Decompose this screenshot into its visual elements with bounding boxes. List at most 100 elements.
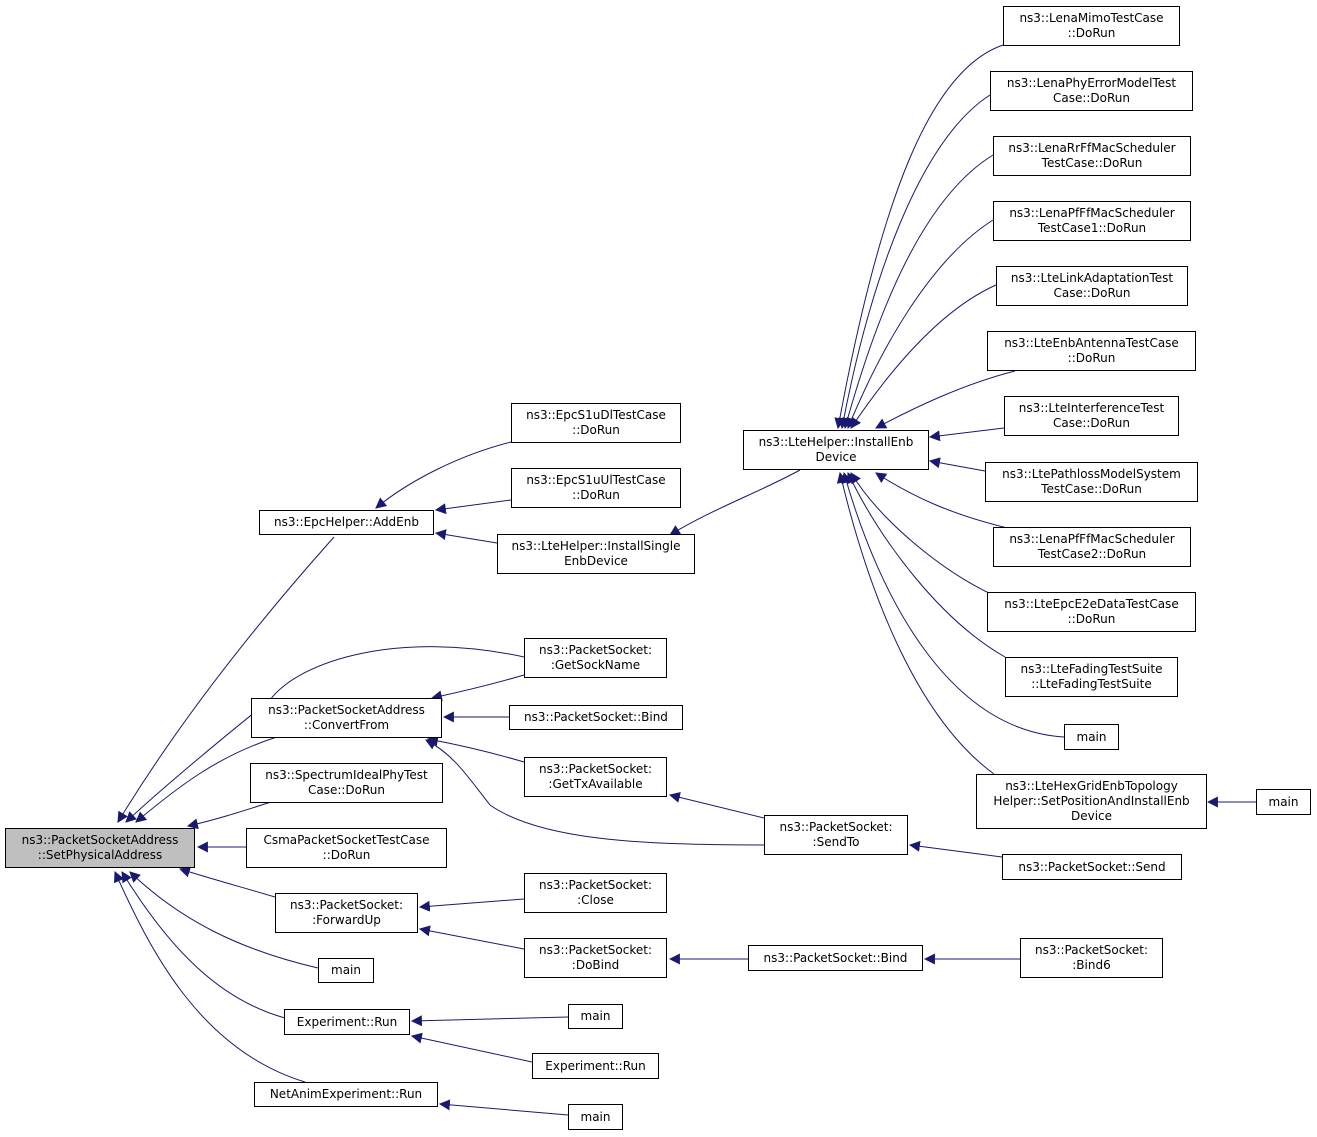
node-ltepathloss[interactable]: ns3::LtePathlossModelSystem TestCase::Do… (985, 462, 1198, 502)
node-lenapfff2[interactable]: ns3::LenaPfFfMacScheduler TestCase2::DoR… (993, 527, 1191, 567)
node-ltelinkadaptation[interactable]: ns3::LteLinkAdaptationTest Case::DoRun (996, 266, 1188, 306)
node-label-line: Helper::SetPositionAndInstallEnb (993, 794, 1190, 808)
edge-getsockname-convertfrom (430, 674, 525, 702)
node-lenapfff1[interactable]: ns3::LenaPfFfMacScheduler TestCase1::DoR… (993, 201, 1191, 241)
node-gettxavailable[interactable]: ns3::PacketSocket: :GetTxAvailable (524, 757, 667, 797)
node-lenaphyerror[interactable]: ns3::LenaPhyErrorModelTest Case::DoRun (990, 71, 1193, 111)
node-ltefading[interactable]: ns3::LteFadingTestSuite ::LteFadingTestS… (1005, 657, 1178, 697)
node-label-line: ns3::EpcHelper::AddEnb (274, 515, 419, 529)
node-label-line: ns3::PacketSocket: (538, 643, 653, 657)
node-label-line: ns3::PacketSocket: (538, 878, 653, 892)
edge-installenb-installsingle (669, 469, 801, 536)
node-ltehexgrid[interactable]: ns3::LteHexGridEnbTopology Helper::SetPo… (976, 774, 1207, 829)
node-label-line: ns3::PacketSocketAddress (21, 833, 179, 847)
edge-lenamimo-installenb (834, 44, 1004, 430)
edge-ltepathloss-installenb (928, 457, 986, 472)
node-label-line: ::LteFadingTestSuite (1031, 677, 1152, 691)
node-bind6[interactable]: ns3::PacketSocket: :Bind6 (1020, 938, 1163, 978)
node-bind-ps[interactable]: ns3::PacketSocket::Bind (509, 705, 683, 730)
node-label-line: Experiment::Run (545, 1058, 646, 1073)
node-label-line: CsmaPacketSocketTestCase (263, 833, 430, 847)
edge-epcs1udl-addenb (375, 441, 512, 509)
node-label-line: Case::DoRun (307, 783, 386, 797)
node-csmapacket[interactable]: CsmaPacketSocketTestCase ::DoRun (246, 828, 447, 868)
node-dobind[interactable]: ns3::PacketSocket: :DoBind (524, 938, 667, 978)
node-netanim-run[interactable]: NetAnimExperiment::Run (254, 1082, 438, 1107)
node-label-line: :GetTxAvailable (548, 777, 643, 791)
edge-lenarrff-installenb (842, 154, 994, 430)
edge-epcs1uul-addenb (434, 499, 512, 515)
node-label-line: ns3::PacketSocket: (289, 898, 404, 912)
node-label-line: ns3::EpcS1uUlTestCase (526, 473, 666, 487)
node-label-line: TestCase::DoRun (1041, 482, 1142, 496)
node-label-line: ns3::LenaRrFfMacScheduler (1008, 141, 1176, 155)
node-label-line: ns3::LteHexGridEnbTopology (1005, 779, 1178, 793)
node-experiment-run[interactable]: Experiment::Run (284, 1009, 410, 1035)
edge-forwardup-root (178, 866, 276, 898)
edge-installsingle-addenb (434, 529, 498, 544)
edge-lenapfff2-installenb (875, 472, 1017, 531)
node-label-line: main (580, 1009, 611, 1023)
node-label-line: TestCase::DoRun (1041, 156, 1143, 170)
edge-ltefading-installenb (847, 472, 1006, 658)
node-lenamimo[interactable]: ns3::LenaMimoTestCase ::DoRun (1003, 6, 1180, 46)
node-label-line: ns3::SpectrumIdealPhyTest (265, 768, 428, 782)
node-label-line: Case::DoRun (1053, 286, 1131, 300)
node-label-line: :ForwardUp (312, 913, 381, 927)
node-lteenbantenna[interactable]: ns3::LteEnbAntennaTestCase ::DoRun (987, 331, 1196, 371)
node-label-line: ns3::LteEnbAntennaTestCase (1004, 336, 1179, 350)
node-epcs1udl[interactable]: ns3::EpcS1uDlTestCase ::DoRun (511, 403, 681, 443)
node-forwardup[interactable]: ns3::PacketSocket: :ForwardUp (275, 893, 418, 933)
node-label-line: :Bind6 (1072, 958, 1111, 972)
node-main-hex[interactable]: main (1256, 789, 1311, 815)
node-lteinterference[interactable]: ns3::LteInterferenceTest Case::DoRun (1004, 396, 1179, 436)
node-label-line: Case::DoRun (1052, 416, 1131, 430)
edge-mainnetanim-netanim (438, 1099, 569, 1116)
node-epcs1uul[interactable]: ns3::EpcS1uUlTestCase ::DoRun (511, 468, 681, 508)
node-label-line: TestCase1::DoRun (1037, 221, 1147, 235)
node-label-line: ns3::LteInterferenceTest (1018, 401, 1165, 415)
edge-sendto-convertfrom (425, 739, 765, 846)
node-experiment-run-2[interactable]: Experiment::Run (532, 1053, 659, 1079)
node-sendto[interactable]: ns3::PacketSocket: :SendTo (764, 815, 908, 855)
edge-dobind-forwardup (418, 925, 525, 950)
node-installenbdevice[interactable]: ns3::LteHelper::InstallEnb Device (743, 430, 929, 470)
node-installsingle[interactable]: ns3::LteHelper::InstallSingle EnbDevice (497, 534, 695, 574)
node-convertfrom[interactable]: ns3::PacketSocketAddress ::ConvertFrom (251, 698, 442, 738)
node-getsockname[interactable]: ns3::PacketSocket: :GetSockName (524, 638, 667, 678)
node-label-line: ns3::LteHelper::InstallEnb (758, 435, 914, 449)
node-bind-2[interactable]: ns3::PacketSocket::Bind (748, 945, 923, 971)
edge-close-forwardup (418, 898, 525, 912)
node-main-exp[interactable]: main (568, 1004, 623, 1029)
node-label-line: ns3::PacketSocket::Send (1018, 859, 1166, 874)
node-label-line: Device (1070, 809, 1113, 823)
node-label-line: ns3::LenaPhyErrorModelTest (1006, 76, 1177, 90)
node-label-line: ns3::LteLinkAdaptationTest (1010, 271, 1174, 285)
edge-exprun-root (121, 871, 286, 1019)
node-label-line: TestCase2::DoRun (1037, 547, 1147, 561)
node-label-line: NetAnimExperiment::Run (269, 1087, 423, 1101)
node-label-line: ns3::PacketSocket::Bind (524, 710, 668, 724)
node-label-line: ::DoRun (572, 423, 620, 437)
node-label-line: main (580, 1109, 611, 1124)
node-spectrumideal[interactable]: ns3::SpectrumIdealPhyTest Case::DoRun (250, 763, 443, 803)
node-epchelper-addenb[interactable]: ns3::EpcHelper::AddEnb (259, 510, 434, 535)
edge-lteenbantenna-installenb (875, 370, 1016, 429)
node-main-lte[interactable]: main (1064, 724, 1119, 750)
node-label-line: ns3::LtePathlossModelSystem (1002, 467, 1181, 481)
node-label-line: main (331, 963, 361, 977)
edge-send-sendto (908, 840, 1003, 858)
node-main-netanim[interactable]: main (568, 1104, 623, 1130)
node-root-setphysicaladdress[interactable]: ns3::PacketSocketAddress ::SetPhysicalAd… (5, 828, 195, 868)
node-label-line: :DoBind (571, 958, 620, 972)
node-label-line: Device (815, 450, 857, 464)
node-label-line: Case::DoRun (1052, 91, 1131, 105)
node-main-1[interactable]: main (318, 958, 374, 983)
edge-lenaphyerr-installenb (838, 94, 991, 430)
node-label-line: ::DoRun (1067, 26, 1116, 40)
node-label-line: ns3::LteEpcE2eDataTestCase (1004, 597, 1179, 611)
node-close[interactable]: ns3::PacketSocket: :Close (524, 873, 667, 913)
node-send[interactable]: ns3::PacketSocket::Send (1002, 854, 1182, 880)
node-lteepce2e[interactable]: ns3::LteEpcE2eDataTestCase ::DoRun (987, 592, 1196, 632)
node-lenarrff[interactable]: ns3::LenaRrFfMacScheduler TestCase::DoRu… (993, 136, 1191, 176)
